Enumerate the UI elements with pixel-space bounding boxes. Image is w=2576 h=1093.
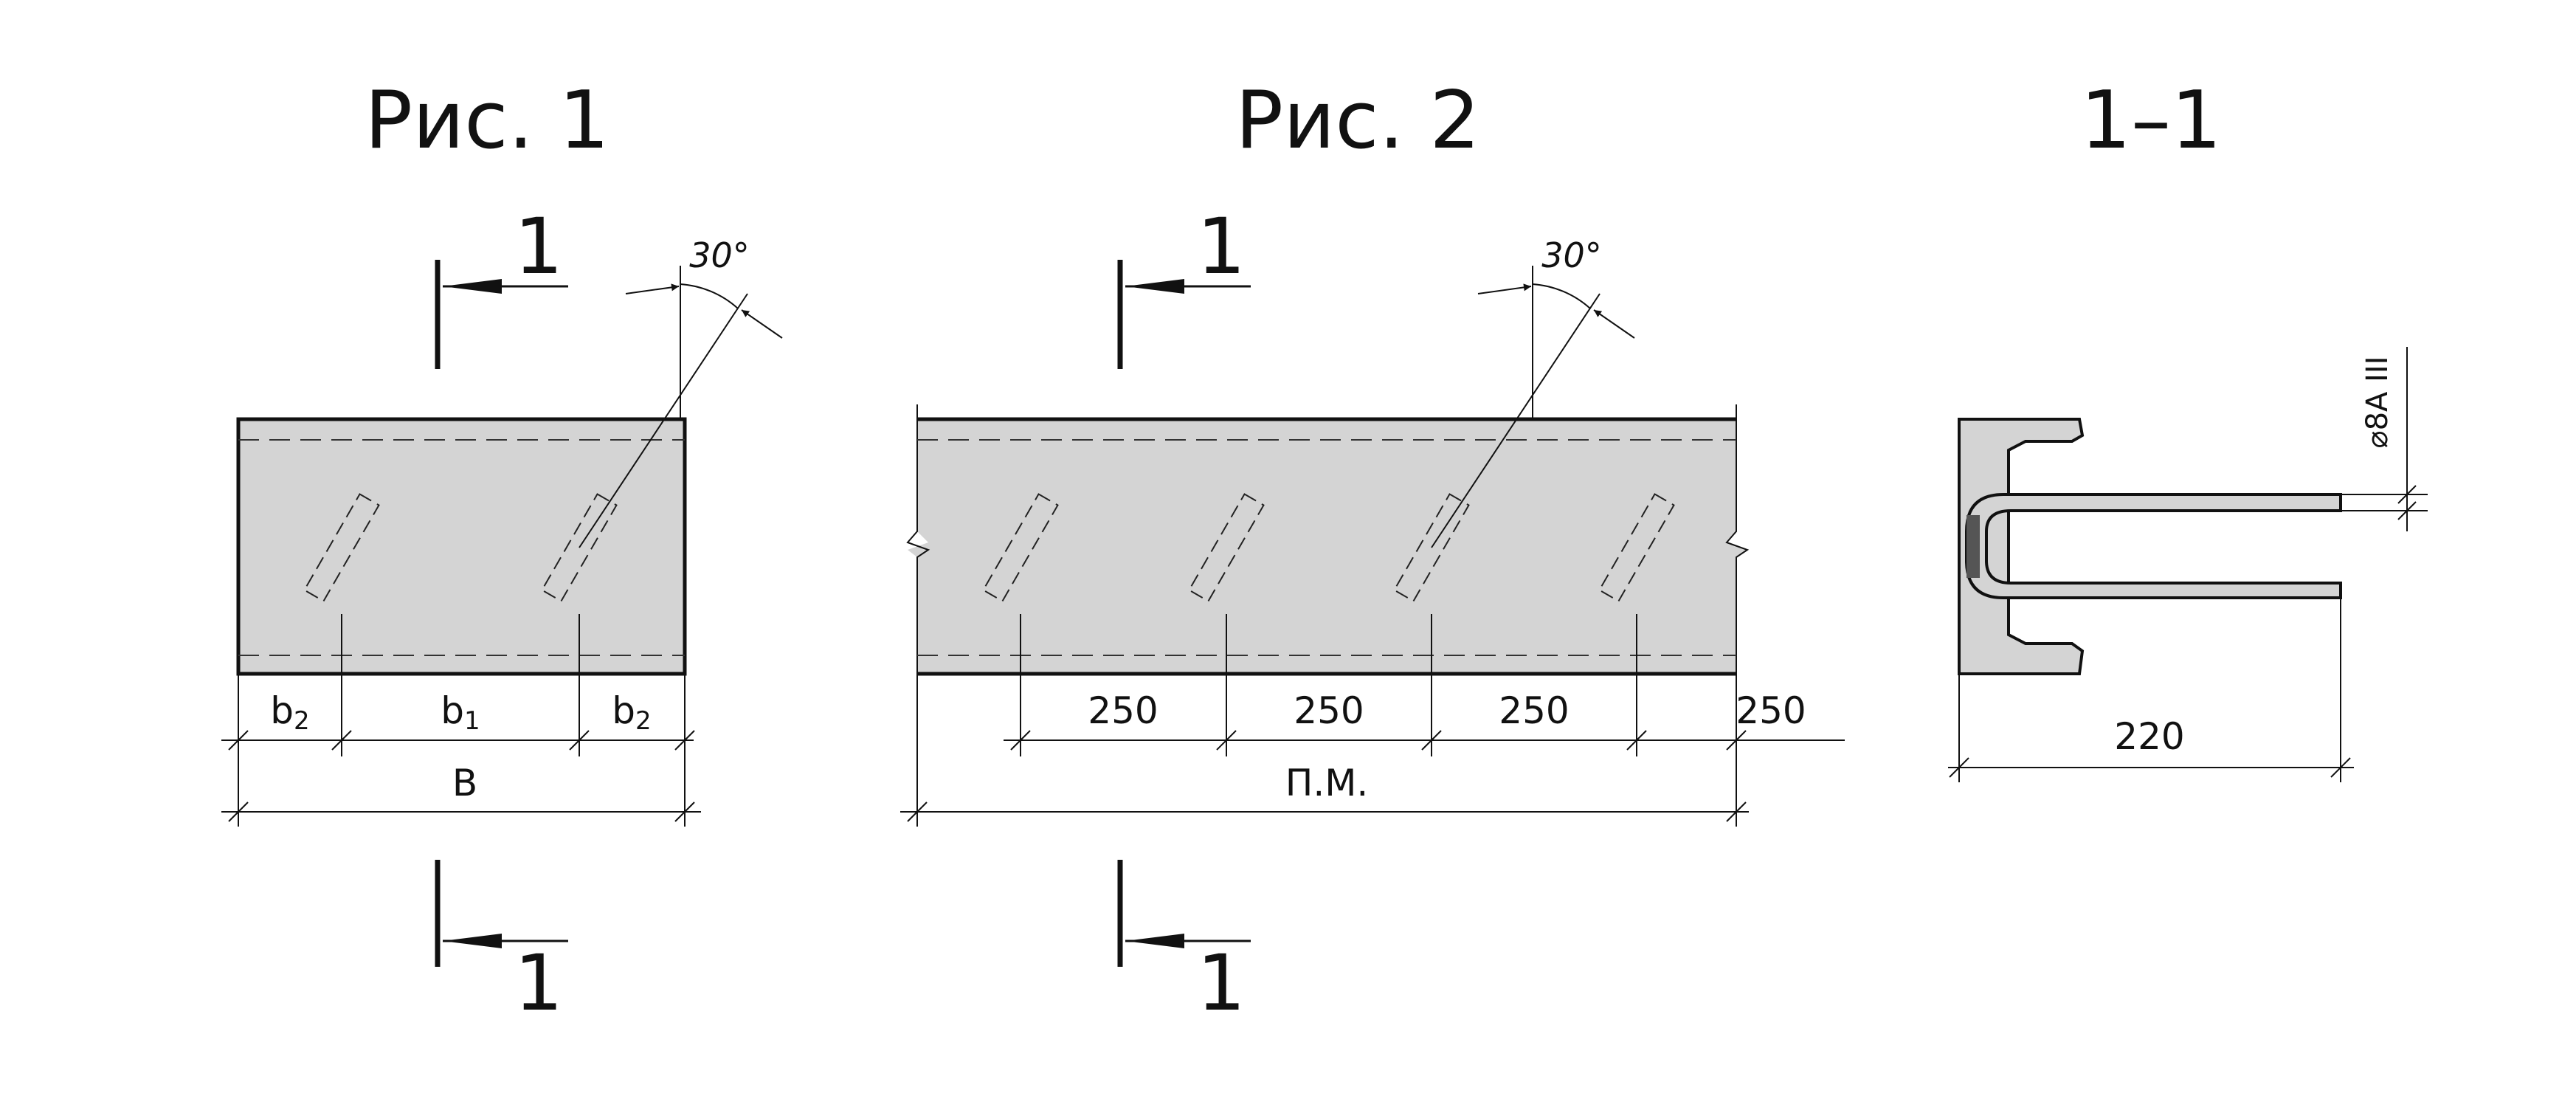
embedded-plate — [982, 493, 1059, 602]
cut-marker-top: 1 — [1117, 201, 1251, 369]
dimension-row-2 — [900, 801, 1749, 822]
embedded-plate — [1598, 493, 1675, 602]
spacing-250-1: 250 — [1088, 689, 1158, 732]
dim-b1: b1 — [441, 689, 480, 736]
spacing-250-4: 250 — [1736, 689, 1806, 732]
beam-body — [908, 419, 1747, 674]
rebar-label: ⌀8А III — [2361, 356, 2394, 449]
angle-label: 30° — [689, 235, 750, 275]
embedded-plate — [1393, 493, 1470, 602]
cut-marker-top: 1 — [435, 201, 568, 369]
dimension-row-2 — [221, 801, 701, 822]
dim-total-b: B — [452, 762, 477, 804]
spacing-250-2: 250 — [1294, 689, 1364, 732]
weld — [1966, 515, 1980, 578]
dimension-row-1 — [1004, 614, 1845, 756]
cut-marker-bottom: 1 — [1117, 860, 1251, 1028]
rebar-dimension — [2341, 347, 2428, 531]
embedded-plate — [1188, 493, 1265, 602]
figure-2: 1 1 — [900, 201, 1845, 1028]
cut-label-bottom: 1 — [1197, 938, 1246, 1028]
dim-total-pm: П.М. — [1285, 762, 1369, 804]
dim-b2-right: b2 — [612, 689, 651, 736]
figure-1-title: Рис. 1 — [365, 75, 610, 167]
dim-b2-left: b2 — [270, 689, 309, 736]
cut-marker-bottom: 1 — [435, 860, 568, 1028]
cut-label-bottom: 1 — [514, 938, 563, 1028]
cut-label-top: 1 — [1197, 201, 1246, 292]
beam-section — [1958, 418, 2085, 675]
embedded-plate — [303, 493, 380, 602]
figure-1: 1 1 30° — [221, 201, 783, 1028]
section-width-220: 220 — [2114, 715, 2184, 758]
figure-2-title: Рис. 2 — [1235, 75, 1480, 167]
angle-annotation: 30° — [1431, 235, 1635, 548]
dimension-row-1 — [221, 614, 695, 827]
steel-anchor — [1965, 493, 2342, 599]
spacing-250-3: 250 — [1499, 689, 1569, 732]
cut-label-top: 1 — [514, 201, 563, 292]
angle-label: 30° — [1541, 235, 1602, 275]
embedded-plate — [541, 493, 618, 602]
section-1-1: ⌀8А III 220 — [1948, 347, 2428, 782]
beam-body — [236, 417, 687, 676]
section-title: 1–1 — [2080, 75, 2221, 167]
angle-annotation: 30° — [579, 235, 783, 548]
width-dimension — [1948, 598, 2354, 782]
